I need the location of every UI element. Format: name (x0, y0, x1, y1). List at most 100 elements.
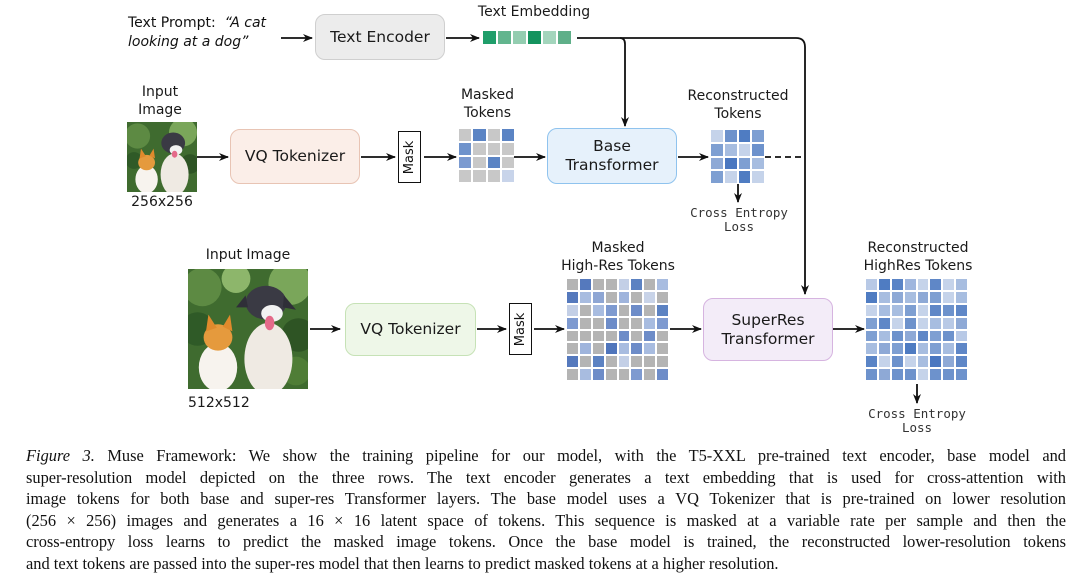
reconstructed-high-res-token-cell (930, 343, 942, 355)
reconstructed-high-res-token-cell (904, 356, 916, 368)
reconstructed-token-cell (711, 130, 723, 142)
reconstructed-token-cell (738, 171, 751, 183)
masked-high-res-token-cell (592, 343, 604, 355)
masked-token-cell (501, 156, 514, 169)
masked-high-res-token-cell (644, 330, 656, 342)
input-image-label-line1: Input (141, 84, 179, 100)
reconstructed-high-res-token-cell (878, 291, 890, 303)
reconstructed-high-res-token-cell (878, 330, 890, 342)
masked-high-res-token-cell (579, 356, 591, 368)
text-encoder-label: Text Encoder (330, 27, 430, 46)
masked-high-res-token-cell (592, 369, 604, 380)
masked-high-res-token-cell (631, 369, 643, 380)
vq-tokenizer-box-row1: VQ Tokenizer (230, 129, 360, 184)
reconstructed-high-res-token-cell (866, 356, 877, 368)
reconstructed-tokens-label-row2: Reconstructed HighRes Tokens (848, 239, 988, 275)
masked-high-res-token-cell (579, 317, 591, 329)
reconstructed-high-res-token-cell (956, 317, 967, 329)
masked-high-res-token-cell (592, 317, 604, 329)
masked-high-res-tokens-grid (567, 279, 668, 380)
reconstructed-high-res-token-cell (930, 317, 942, 329)
reconstructed-high-res-token-cell (956, 291, 967, 303)
reconstructed-tokens-label-row1: Reconstructed Tokens (676, 87, 800, 123)
masked-high-res-token-cell (657, 330, 668, 342)
masked-token-cell (473, 142, 486, 155)
masked-high-res-token-cell (567, 317, 578, 329)
loss-label-line1: Cross Entropy (690, 205, 788, 220)
reconstructed-high-res-token-cell (930, 356, 942, 368)
embedding-cell (528, 31, 541, 44)
masked-high-res-token-cell (644, 317, 656, 329)
input-image-256 (127, 122, 197, 192)
masked-token-cell (459, 156, 472, 169)
reconstructed-high-res-token-cell (891, 317, 903, 329)
reconstructed-high-res-token-cell (943, 291, 955, 303)
figure-caption: Figure 3. Muse Framework: We show the tr… (26, 445, 1066, 575)
reconstructed-high-res-token-cell (943, 369, 955, 380)
masked-high-res-token-cell (567, 369, 578, 380)
masked-high-res-token-cell (605, 369, 617, 380)
masked-high-res-token-cell (605, 279, 617, 290)
reconstructed-high-res-token-cell (891, 330, 903, 342)
reconstructed-high-res-token-cell (943, 343, 955, 355)
input-resolution-row2: 512x512 (188, 395, 250, 411)
masked-token-cell (487, 156, 500, 169)
reconstructed-high-res-token-cell (917, 369, 929, 380)
reconstructed-high-res-token-cell (943, 330, 955, 342)
masked-high-res-token-cell (592, 304, 604, 316)
masked-hr-label-line2: High-Res Tokens (561, 258, 675, 274)
reconstructed-high-res-token-cell (878, 317, 890, 329)
reconstructed-high-res-token-cell (943, 304, 955, 316)
reconstructed-high-res-token-cell (866, 304, 877, 316)
input-image-label-row1: Input Image (130, 83, 190, 119)
masked-token-cell (501, 170, 514, 182)
masked-high-res-token-cell (567, 304, 578, 316)
reconstructed-high-res-token-cell (878, 343, 890, 355)
reconstructed-high-res-token-cell (943, 279, 955, 290)
masked-high-res-token-cell (618, 279, 630, 290)
text-prompt-label: Text Prompt: (128, 15, 216, 31)
masked-high-res-token-cell (605, 330, 617, 342)
reconstructed-high-res-token-cell (878, 356, 890, 368)
masked-high-res-token-cell (657, 356, 668, 368)
reconstructed-hr-label-line1: Reconstructed (867, 240, 969, 256)
mask-box-row2: Mask (509, 303, 532, 355)
reconstructed-high-res-token-cell (904, 317, 916, 329)
masked-high-res-token-cell (618, 369, 630, 380)
superres-transformer-box: SuperRes Transformer (703, 298, 833, 361)
masked-token-cell (487, 170, 500, 182)
reconstructed-high-res-token-cell (866, 279, 877, 290)
masked-token-cell (459, 129, 472, 141)
masked-high-res-token-cell (657, 317, 668, 329)
embedding-cell (543, 31, 556, 44)
masked-token-cell (473, 129, 486, 141)
masked-token-cell (487, 129, 500, 141)
masked-high-res-token-cell (567, 291, 578, 303)
reconstructed-high-res-token-cell (891, 356, 903, 368)
text-prompt-value-line2: looking at a dog” (128, 34, 249, 50)
reconstructed-high-res-token-cell (891, 369, 903, 380)
reconstructed-high-res-token-cell (904, 304, 916, 316)
reconstructed-token-cell (724, 157, 737, 170)
masked-high-res-token-cell (579, 343, 591, 355)
reconstructed-high-res-token-cell (878, 369, 890, 380)
vq-tokenizer-label-row2: VQ Tokenizer (360, 320, 461, 338)
masked-token-cell (487, 142, 500, 155)
masked-high-res-token-cell (605, 356, 617, 368)
masked-high-res-token-cell (567, 356, 578, 368)
superres-transformer-label-line2: Transformer (721, 329, 815, 348)
cross-entropy-loss-row2: Cross Entropy Loss (850, 407, 984, 435)
masked-hr-label-line1: Masked (591, 240, 645, 256)
masked-high-res-token-cell (631, 356, 643, 368)
reconstructed-label-line1: Reconstructed (687, 88, 789, 104)
masked-token-cell (473, 170, 486, 182)
reconstructed-high-res-token-cell (917, 330, 929, 342)
mask-box-row1: Mask (398, 131, 421, 183)
reconstructed-high-res-token-cell (866, 291, 877, 303)
reconstructed-token-cell (738, 130, 751, 142)
reconstructed-high-res-tokens-grid (866, 279, 967, 380)
masked-high-res-token-cell (657, 304, 668, 316)
masked-high-res-token-cell (592, 279, 604, 290)
reconstructed-token-cell (711, 143, 723, 156)
reconstructed-token-cell (711, 157, 723, 170)
